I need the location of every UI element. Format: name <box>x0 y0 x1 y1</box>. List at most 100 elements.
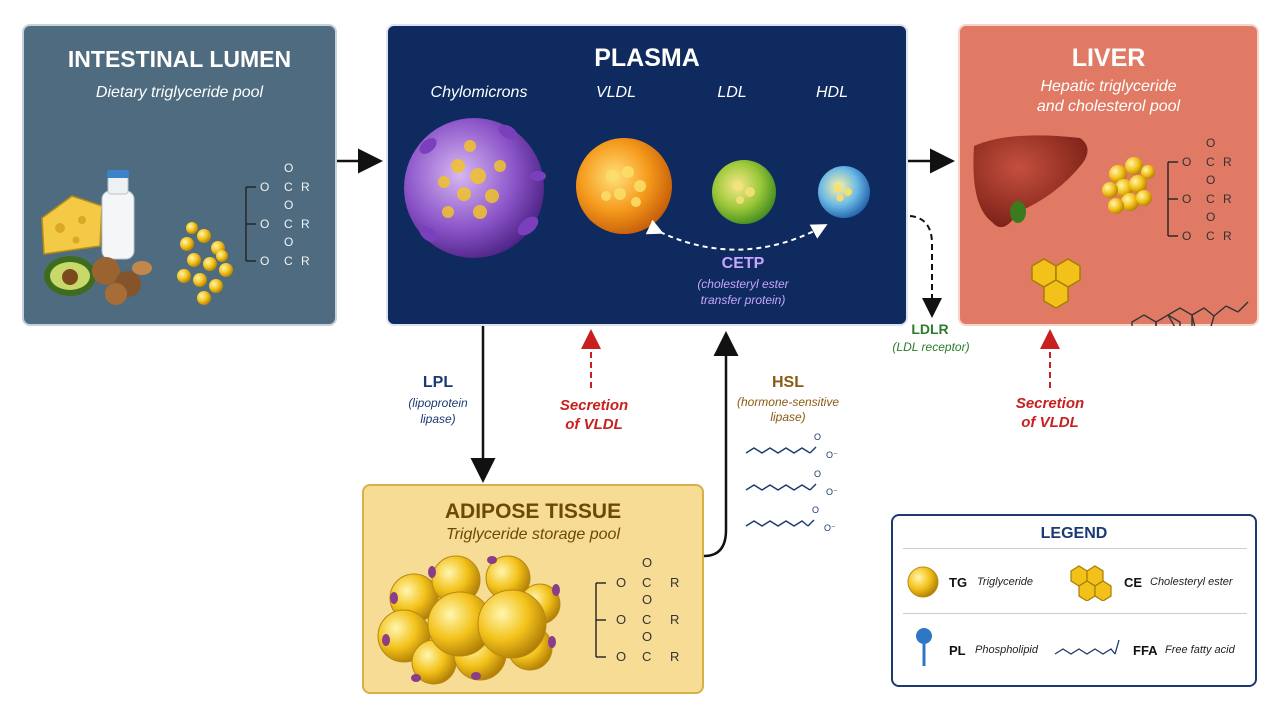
svg-text:O: O <box>642 629 652 644</box>
label-ldl: LDL <box>717 84 747 101</box>
legend-panel: LEGEND TG Triglyceride CE Cholesteryl es… <box>891 514 1257 687</box>
legend-ce-label: Cholesteryl ester <box>1150 576 1233 588</box>
ffa-anion-labels: O O⁻ O O⁻ O O⁻ <box>812 432 838 533</box>
svg-text:R: R <box>670 612 679 627</box>
svg-text:C: C <box>284 180 293 194</box>
hdl-particle <box>818 166 870 218</box>
svg-text:O: O <box>260 217 269 231</box>
lumen-title: INTESTINAL LUMEN <box>67 46 292 72</box>
svg-text:C: C <box>284 217 293 231</box>
vldl-particle <box>576 138 672 234</box>
avocado-icon <box>44 256 96 296</box>
svg-text:R: R <box>1223 192 1232 206</box>
svg-text:O: O <box>1206 136 1215 150</box>
plasma-title: PLASMA <box>594 44 700 72</box>
lpl-desc-line1: (lipoprotein <box>408 396 468 410</box>
legend-pl-label: Phospholipid <box>975 644 1038 656</box>
svg-text:O: O <box>284 161 293 175</box>
arrow-ldlr <box>909 215 942 318</box>
svg-text:R: R <box>301 180 310 194</box>
svg-text:C: C <box>642 612 651 627</box>
svg-text:R: R <box>301 254 310 268</box>
cholesterol-steroid-icon <box>1131 301 1249 326</box>
svg-text:O: O <box>260 180 269 194</box>
legend-ffa-label: Free fatty acid <box>1165 644 1235 656</box>
svg-text:C: C <box>284 254 293 268</box>
liver-panel: LIVER Hepatic triglyceride and cholester… <box>958 24 1259 326</box>
liver-organ-icon <box>973 135 1088 228</box>
svg-text:O: O <box>642 555 652 570</box>
ffa-chains <box>745 446 817 527</box>
secretion-vldl-plasma-line2: of VLDL <box>565 416 623 433</box>
liver-subtitle-line1: Hepatic triglyceride <box>1040 78 1177 95</box>
cetp-label: CETP <box>721 255 765 272</box>
arrow-hsl <box>703 331 739 558</box>
ldlr-desc: (LDL receptor) <box>892 340 970 354</box>
ldl-particle <box>712 160 776 224</box>
label-vldl: VLDL <box>595 84 637 101</box>
legend-triglyceride-icon <box>907 566 939 598</box>
hsl-desc-line1: (hormone-sensitive <box>736 395 840 409</box>
lpl-desc-line2: lipase) <box>420 412 456 426</box>
svg-text:R: R <box>670 575 679 590</box>
hsl-label: HSL <box>772 374 804 391</box>
cetp-exchange-arrow <box>645 219 828 251</box>
legend-divider-mid <box>903 613 1247 614</box>
legend-tg-abbr: TG <box>949 575 968 590</box>
walnut-icon <box>92 257 152 305</box>
triglyceride-droplets <box>177 222 233 305</box>
svg-text:R: R <box>1223 155 1232 169</box>
svg-text:O: O <box>1206 210 1215 224</box>
lumen-subtitle: Dietary triglyceride pool <box>95 84 264 101</box>
ldlr-label: LDLR <box>911 321 949 337</box>
svg-text:O: O <box>284 198 293 212</box>
hsl-desc-line2: lipase) <box>770 410 806 424</box>
svg-text:O: O <box>642 592 652 607</box>
plasma-panel: PLASMA Chylomicrons VLDL LDL HDL <box>386 24 908 326</box>
label-hdl: HDL <box>815 84 848 101</box>
svg-text:O: O <box>260 254 269 268</box>
cetp-desc-line1: (cholesteryl ester <box>697 277 789 291</box>
secretion-vldl-plasma-line1: Secretion <box>559 397 629 414</box>
liver-subtitle-line2: and cholesterol pool <box>1036 98 1181 115</box>
intestinal-lumen-panel: INTESTINAL LUMEN Dietary triglyceride po… <box>22 24 337 326</box>
secretion-vldl-liver-line1: Secretion <box>1015 395 1085 412</box>
svg-text:R: R <box>1223 229 1232 243</box>
adipose-title: ADIPOSE TISSUE <box>444 500 622 523</box>
legend-title: LEGEND <box>1040 525 1108 542</box>
liver-contents: OCR OCR OCR OOO HO <box>973 135 1249 326</box>
legend-tg-label: Triglyceride <box>977 576 1034 588</box>
cetp-desc-line2: transfer protein) <box>700 293 786 307</box>
svg-text:O: O <box>1182 229 1191 243</box>
legend-ffa-abbr: FFA <box>1133 643 1158 658</box>
adipose-subtitle: Triglyceride storage pool <box>445 526 620 543</box>
label-chylomicrons: Chylomicrons <box>430 84 528 101</box>
svg-text:C: C <box>1206 192 1215 206</box>
svg-text:O: O <box>1182 155 1191 169</box>
cheese-icon <box>41 195 103 255</box>
legend-divider-top <box>903 548 1247 549</box>
lipoprotein-particles <box>404 118 870 258</box>
legend-ce-abbr: CE <box>1124 575 1143 590</box>
legend-pl-abbr: PL <box>949 643 966 658</box>
svg-text:C: C <box>1206 155 1215 169</box>
milk-bottle-icon <box>101 170 135 260</box>
svg-text:C: C <box>1206 229 1215 243</box>
svg-text:C: C <box>642 575 651 590</box>
liver-title: LIVER <box>1071 44 1146 72</box>
svg-text:R: R <box>670 649 679 664</box>
svg-text:R: R <box>301 217 310 231</box>
legend-phospholipid-icon <box>916 628 932 666</box>
cholesteryl-ester-hexagons <box>1031 258 1081 309</box>
secretion-vldl-liver-line2: of VLDL <box>1021 414 1079 431</box>
legend-fatty-acid-icon <box>1054 639 1120 655</box>
svg-text:O: O <box>616 649 626 664</box>
legend-cholesteryl-ester-icon <box>1070 565 1112 601</box>
svg-text:C: C <box>642 649 651 664</box>
svg-text:O: O <box>284 235 293 249</box>
